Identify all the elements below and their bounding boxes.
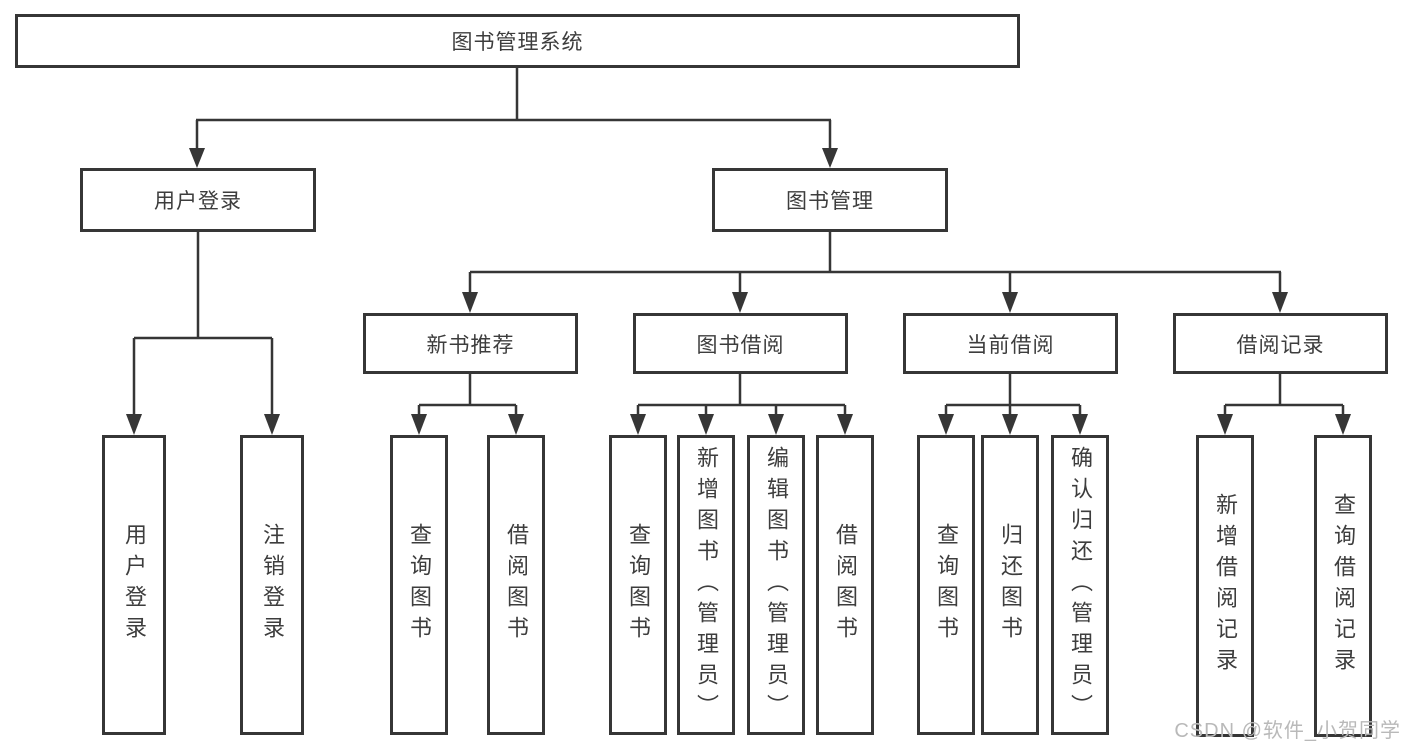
node-user-login-label: 用户登录 bbox=[154, 190, 242, 213]
node-leaf-borrow-books-1: 借阅图书 bbox=[487, 435, 545, 735]
node-leaf-add-books-admin-label: 新增图书（管理员） bbox=[694, 445, 719, 725]
node-leaf-borrow-books-1-label: 借阅图书 bbox=[504, 523, 529, 647]
node-leaf-query-books-3: 查询图书 bbox=[917, 435, 975, 735]
node-book-borrow: 图书借阅 bbox=[633, 313, 848, 374]
node-borrow-records: 借阅记录 bbox=[1173, 313, 1388, 374]
edge-borrow-records-split bbox=[1223, 374, 1345, 416]
node-root: 图书管理系统 bbox=[15, 14, 1020, 68]
node-leaf-edit-books-admin: 编辑图书（管理员） bbox=[747, 435, 805, 735]
edge-user-login-split bbox=[132, 232, 274, 416]
node-leaf-query-books-2: 查询图书 bbox=[609, 435, 667, 735]
csdn-watermark: CSDN @软件_小贺同学 bbox=[1174, 720, 1401, 742]
node-borrow-records-label: 借阅记录 bbox=[1236, 333, 1325, 357]
node-leaf-query-books-1: 查询图书 bbox=[390, 435, 448, 735]
node-leaf-add-borrow-record: 新增借阅记录 bbox=[1196, 435, 1254, 737]
edge-new-book-recommend-split bbox=[417, 374, 518, 416]
node-leaf-logout: 注销登录 bbox=[240, 435, 304, 735]
node-root-label: 图书管理系统 bbox=[451, 31, 584, 54]
node-current-borrow-label: 当前借阅 bbox=[966, 333, 1055, 357]
node-leaf-query-borrow-record: 查询借阅记录 bbox=[1314, 435, 1372, 737]
edge-book-borrow-split bbox=[636, 374, 847, 416]
node-leaf-query-books-2-label: 查询图书 bbox=[626, 523, 651, 647]
node-leaf-add-books-admin: 新增图书（管理员） bbox=[677, 435, 735, 735]
node-book-borrow-label: 图书借阅 bbox=[696, 333, 785, 357]
node-leaf-query-books-3-label: 查询图书 bbox=[934, 523, 959, 647]
node-book-management: 图书管理 bbox=[712, 168, 948, 232]
node-leaf-confirm-return-admin: 确认归还（管理员） bbox=[1051, 435, 1109, 735]
node-leaf-user-login-label: 用户登录 bbox=[122, 523, 147, 647]
node-leaf-confirm-return-admin-label: 确认归还（管理员） bbox=[1068, 445, 1093, 725]
node-leaf-logout-label: 注销登录 bbox=[260, 523, 285, 647]
node-user-login: 用户登录 bbox=[80, 168, 316, 232]
node-leaf-borrow-books-2: 借阅图书 bbox=[816, 435, 874, 735]
node-leaf-return-books-label: 归还图书 bbox=[998, 523, 1023, 647]
node-book-management-label: 图书管理 bbox=[786, 190, 874, 213]
node-leaf-edit-books-admin-label: 编辑图书（管理员） bbox=[764, 445, 789, 725]
node-leaf-return-books: 归还图书 bbox=[981, 435, 1039, 735]
edge-root-split bbox=[195, 68, 832, 150]
node-new-book-recommend: 新书推荐 bbox=[363, 313, 578, 374]
node-current-borrow: 当前借阅 bbox=[903, 313, 1118, 374]
node-leaf-user-login: 用户登录 bbox=[102, 435, 166, 735]
node-leaf-query-borrow-record-label: 查询借阅记录 bbox=[1331, 493, 1356, 679]
edge-book-management-split bbox=[468, 232, 1282, 294]
node-new-book-recommend-label: 新书推荐 bbox=[426, 333, 515, 357]
edge-current-borrow-split bbox=[944, 374, 1082, 416]
node-leaf-query-books-1-label: 查询图书 bbox=[407, 523, 432, 647]
node-leaf-borrow-books-2-label: 借阅图书 bbox=[833, 523, 858, 647]
node-leaf-add-borrow-record-label: 新增借阅记录 bbox=[1213, 493, 1238, 679]
